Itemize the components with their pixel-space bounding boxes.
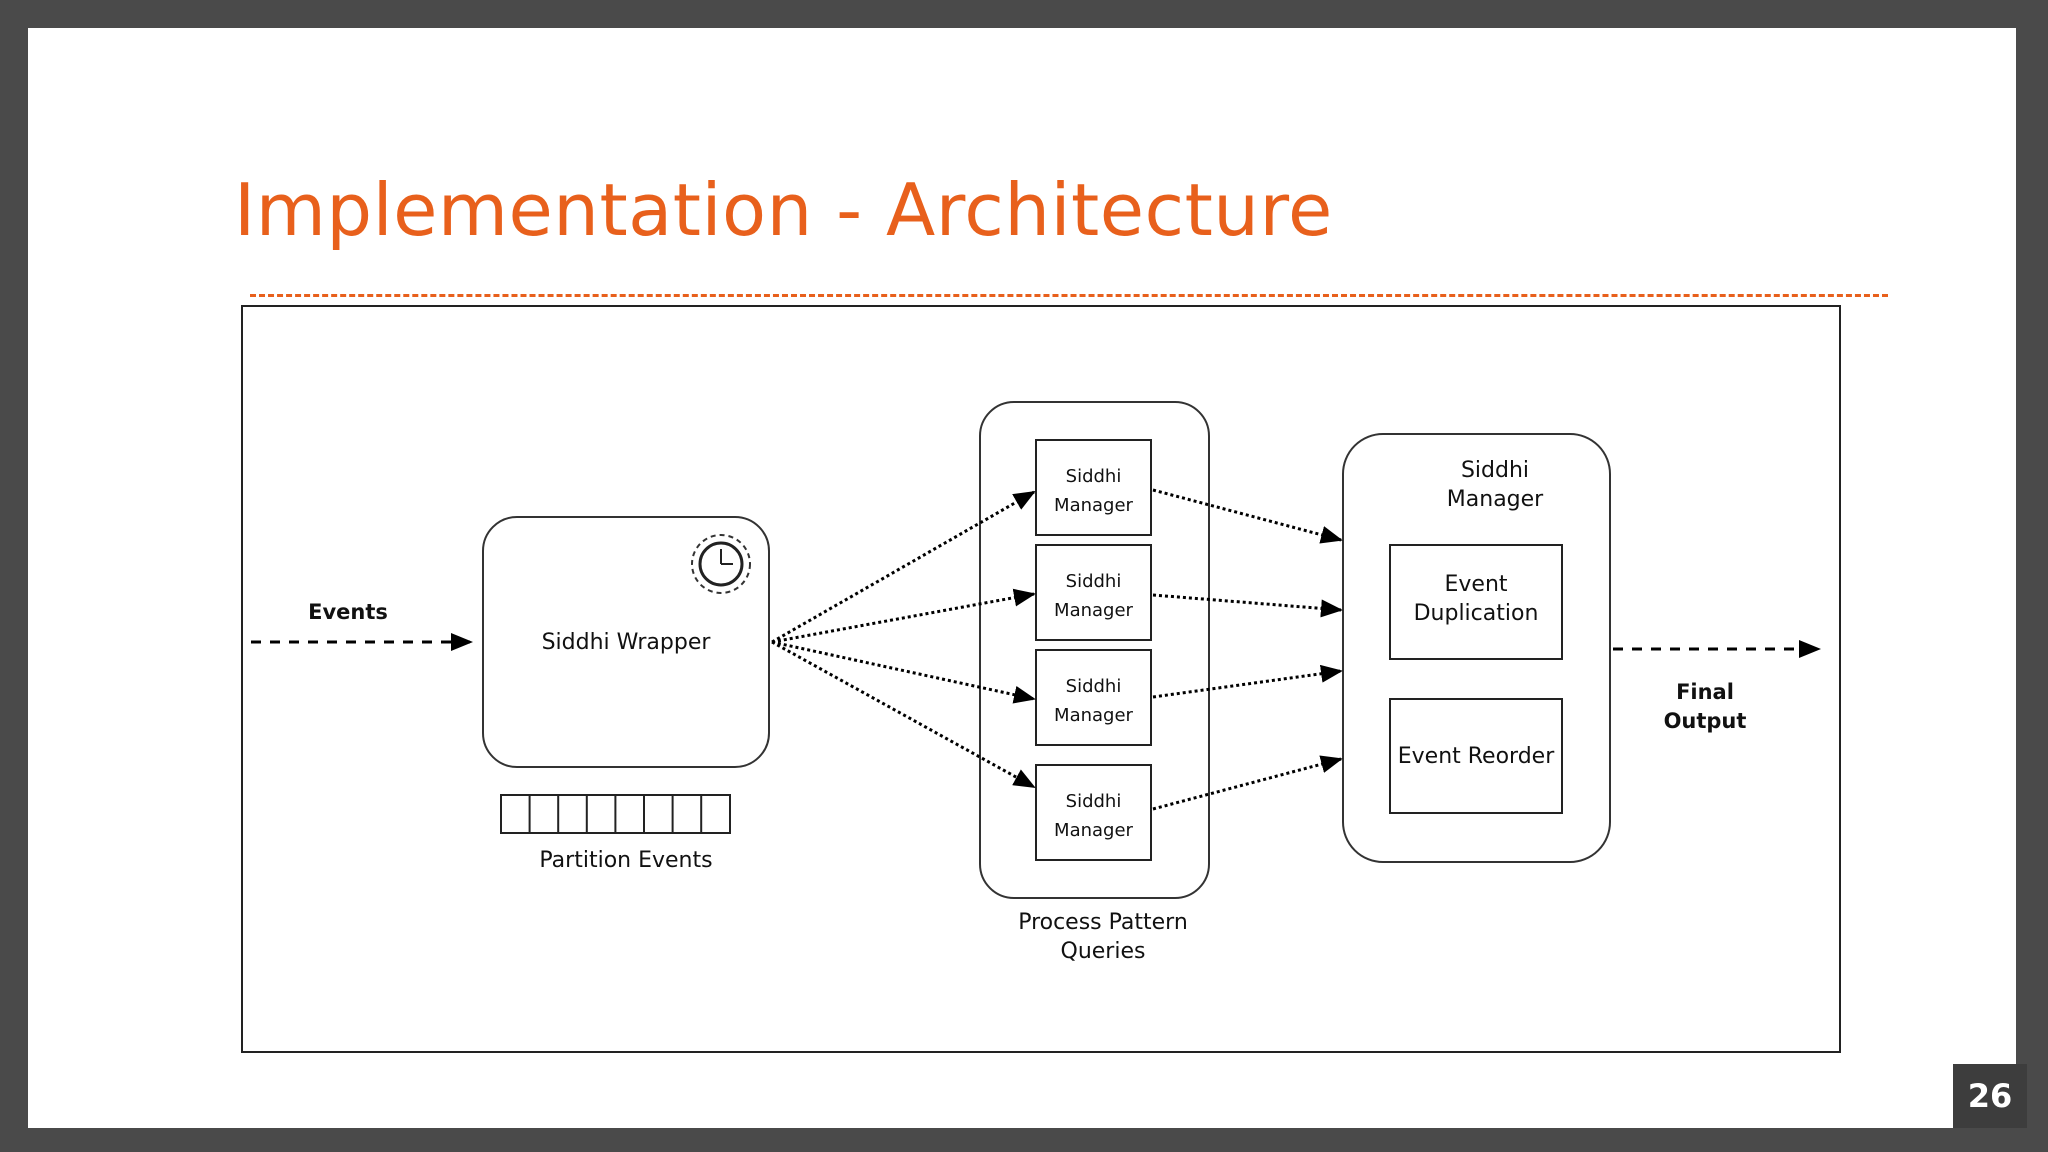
manager-box-2: Siddhi Manager bbox=[1035, 544, 1152, 641]
final-output-line1: Final bbox=[1676, 680, 1734, 704]
manager-4-line2: Manager bbox=[1054, 820, 1133, 841]
clock-icon bbox=[691, 534, 751, 594]
converge-arrow-4 bbox=[1152, 755, 1343, 811]
manager-3-line1: Siddhi bbox=[1066, 676, 1122, 697]
fanout-arrow-4 bbox=[771, 640, 1036, 789]
slide-title: Implementation - Architecture bbox=[234, 168, 1333, 252]
converge-arrow-2 bbox=[1152, 593, 1343, 618]
fanout-arrow-1 bbox=[771, 490, 1036, 644]
process-pattern-label-line1: Process Pattern bbox=[1018, 910, 1188, 935]
fanout-arrow-2 bbox=[771, 588, 1036, 644]
page-number: 26 bbox=[1953, 1064, 2027, 1128]
manager-box-4: Siddhi Manager bbox=[1035, 764, 1152, 861]
process-pattern-label-line2: Queries bbox=[1061, 939, 1146, 964]
event-reorder-label: Event Reorder bbox=[1398, 744, 1555, 769]
final-manager-line1: Siddhi bbox=[1461, 458, 1529, 483]
event-reorder-box: Event Reorder bbox=[1389, 698, 1563, 814]
event-duplication-line2: Duplication bbox=[1414, 601, 1539, 626]
manager-2-line2: Manager bbox=[1054, 600, 1133, 621]
final-manager-line2: Manager bbox=[1447, 487, 1544, 512]
manager-box-1: Siddhi Manager bbox=[1035, 439, 1152, 536]
converge-arrow-1 bbox=[1152, 488, 1343, 544]
events-label: Events bbox=[308, 600, 388, 624]
manager-4-line1: Siddhi bbox=[1066, 791, 1122, 812]
converge-arrow-3 bbox=[1152, 664, 1343, 699]
event-duplication-box: Event Duplication bbox=[1389, 544, 1563, 660]
title-divider bbox=[250, 294, 1888, 297]
partition-events-label: Partition Events bbox=[539, 848, 712, 873]
manager-1-line2: Manager bbox=[1054, 495, 1133, 516]
manager-box-3: Siddhi Manager bbox=[1035, 649, 1152, 746]
final-output-line2: Output bbox=[1664, 709, 1747, 733]
partition-queue bbox=[500, 794, 731, 834]
event-duplication-line1: Event bbox=[1444, 572, 1507, 597]
architecture-diagram: Events Siddhi Wrapper Partition Events bbox=[241, 305, 1841, 1053]
manager-3-line2: Manager bbox=[1054, 705, 1133, 726]
fanout-arrow-3 bbox=[771, 640, 1036, 704]
manager-2-line1: Siddhi bbox=[1066, 571, 1122, 592]
diagram-canvas: Events Siddhi Wrapper Partition Events bbox=[251, 401, 1821, 964]
siddhi-wrapper-label: Siddhi Wrapper bbox=[542, 630, 712, 655]
manager-1-line1: Siddhi bbox=[1066, 466, 1122, 487]
